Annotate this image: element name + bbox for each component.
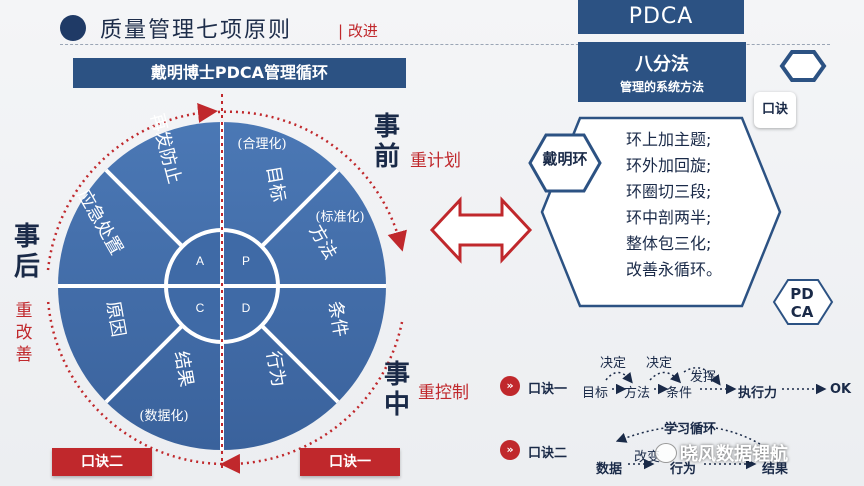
rule-item-6: 改善永循环。: [626, 260, 723, 279]
flow-one-decide-2: 决定: [646, 356, 673, 371]
flow-two-label: 口诀二: [528, 446, 568, 461]
center-p: P: [242, 254, 250, 268]
pdca-hexagon: [772, 279, 834, 325]
flow-two-learn: 学习循环: [664, 422, 717, 437]
phase-during-note: 重控制: [418, 383, 469, 403]
pdca-tag: PDCA: [578, 0, 744, 34]
flow-two-change: 改变: [634, 450, 661, 465]
flow-one-exec: 执行力: [738, 386, 778, 401]
flow-one-icon: »: [500, 376, 520, 396]
hexagon-icon: [779, 50, 827, 82]
seg-note-rationalize: (合理化): [237, 137, 286, 152]
arc-do: [220, 321, 404, 474]
phase-during: 事中: [383, 360, 410, 420]
circle-banner: 戴明博士PDCA管理循环: [73, 58, 406, 88]
header-bullet-icon: [60, 15, 86, 41]
koujue-one-button[interactable]: 口诀一: [300, 448, 400, 476]
koujue-tag[interactable]: 口诀: [754, 92, 796, 128]
flow-one-label: 口诀一: [528, 382, 568, 397]
rule-item-2: 环外加回旋;: [626, 156, 712, 175]
arc-plan: [217, 110, 407, 252]
flow-two-data: 数据: [596, 462, 623, 477]
flow-one-method: 方法: [624, 386, 651, 401]
watermark: 晓风数据锂航: [680, 444, 788, 465]
flow-two-action: 行为: [670, 462, 697, 477]
dmh-label: 戴明环: [542, 150, 588, 168]
flow-one-decide-1: 决定: [600, 356, 627, 371]
center-a: A: [196, 254, 204, 268]
phase-before: 事前: [373, 112, 400, 172]
header-divider: [60, 44, 360, 45]
rule-item-4: 环中剖两半;: [626, 208, 712, 227]
wechat-icon: [655, 443, 677, 463]
rule-item-5: 整体包三化;: [626, 234, 712, 253]
phase-before-note: 重计划: [410, 151, 461, 171]
page-title: 质量管理七项原则: [100, 18, 293, 43]
flow-one-target: 目标: [582, 386, 609, 401]
seg-note-standardize: (标准化): [315, 210, 364, 225]
flow-one-condition: 条件: [666, 386, 693, 401]
center-c: C: [196, 301, 205, 315]
center-d: D: [242, 301, 251, 315]
eight-method-box: 八分法 管理的系统方法: [578, 42, 746, 102]
seg-note-datafy: (数据化): [139, 409, 188, 424]
dmh-hexagon: [528, 133, 602, 193]
eight-method-title: 八分法: [635, 54, 689, 75]
pdca-hex-label: PD CA: [790, 285, 814, 321]
flow-two-result: 结果: [762, 462, 789, 477]
flow-two-icon: »: [500, 440, 520, 460]
arc-check: [46, 299, 223, 466]
page-subtitle: | 改进: [338, 22, 378, 40]
double-arrow-icon: [429, 196, 533, 264]
rule-item-3: 环圈切三段;: [626, 182, 712, 201]
phase-after-note: 重改善: [15, 301, 33, 365]
flow-one-play: 发挥: [690, 370, 717, 385]
flow-one-ok: OK: [830, 382, 852, 397]
phase-after: 事后: [13, 222, 40, 282]
rules-hexagon: [540, 116, 782, 308]
rule-item-1: 环上加主题;: [626, 130, 712, 149]
arc-act: [46, 103, 218, 271]
koujue-two-button[interactable]: 口诀二: [52, 448, 152, 476]
eight-method-subtitle: 管理的系统方法: [619, 80, 704, 94]
